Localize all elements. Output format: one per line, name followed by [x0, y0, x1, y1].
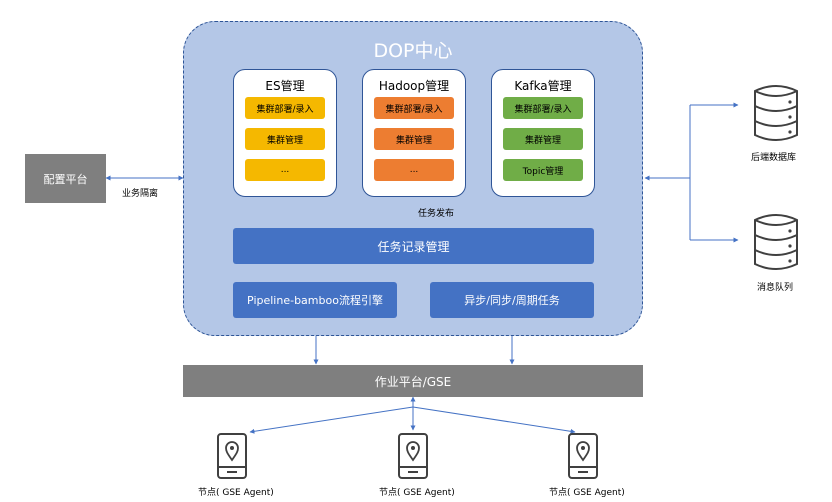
hadoop-more-item[interactable]: ...: [374, 159, 454, 181]
hadoop-management-module: Hadoop管理 集群部署/录入 集群管理 ...: [362, 69, 466, 197]
es-more-item[interactable]: ...: [245, 159, 325, 181]
kafka-topic-manage-item[interactable]: Topic管理: [503, 159, 583, 181]
backend-database-label: 后端数据库: [751, 153, 797, 163]
business-isolation-label: 业务隔离: [122, 189, 159, 199]
agent-node-device-icon: [216, 432, 248, 480]
agent-node-label: 节点( GSE Agent): [379, 488, 455, 498]
es-management-module: ES管理 集群部署/录入 集群管理 ...: [233, 69, 337, 197]
agent-node-device-icon: [397, 432, 429, 480]
async-sync-periodic-task-box[interactable]: 异步/同步/周期任务: [430, 282, 594, 318]
message-queue-label: 消息队列: [757, 283, 794, 293]
kafka-module-title: Kafka管理: [514, 79, 572, 93]
kafka-management-module: Kafka管理 集群部署/录入 集群管理 Topic管理: [491, 69, 595, 197]
message-queue-icon: [752, 212, 800, 272]
kafka-cluster-manage-item[interactable]: 集群管理: [503, 128, 583, 150]
pipeline-bamboo-engine-box[interactable]: Pipeline-bamboo流程引擎: [233, 282, 397, 318]
hadoop-cluster-deploy-item[interactable]: 集群部署/录入: [374, 97, 454, 119]
dop-center-title: DOP中心: [373, 40, 453, 62]
es-module-title: ES管理: [265, 79, 305, 93]
hadoop-cluster-manage-item[interactable]: 集群管理: [374, 128, 454, 150]
es-cluster-manage-item[interactable]: 集群管理: [245, 128, 325, 150]
hadoop-module-title: Hadoop管理: [378, 79, 450, 93]
agent-node-label: 节点( GSE Agent): [549, 488, 625, 498]
task-publish-label: 任务发布: [417, 206, 456, 219]
config-platform-box[interactable]: 配置平台: [25, 154, 106, 203]
kafka-cluster-deploy-item[interactable]: 集群部署/录入: [503, 97, 583, 119]
agent-node-device-icon: [567, 432, 599, 480]
es-cluster-deploy-item[interactable]: 集群部署/录入: [245, 97, 325, 119]
backend-database-icon: [752, 83, 800, 143]
task-record-management-bar[interactable]: 任务记录管理: [233, 228, 594, 264]
agent-node-label: 节点( GSE Agent): [198, 488, 274, 498]
job-platform-gse-bar[interactable]: 作业平台/GSE: [183, 365, 643, 397]
